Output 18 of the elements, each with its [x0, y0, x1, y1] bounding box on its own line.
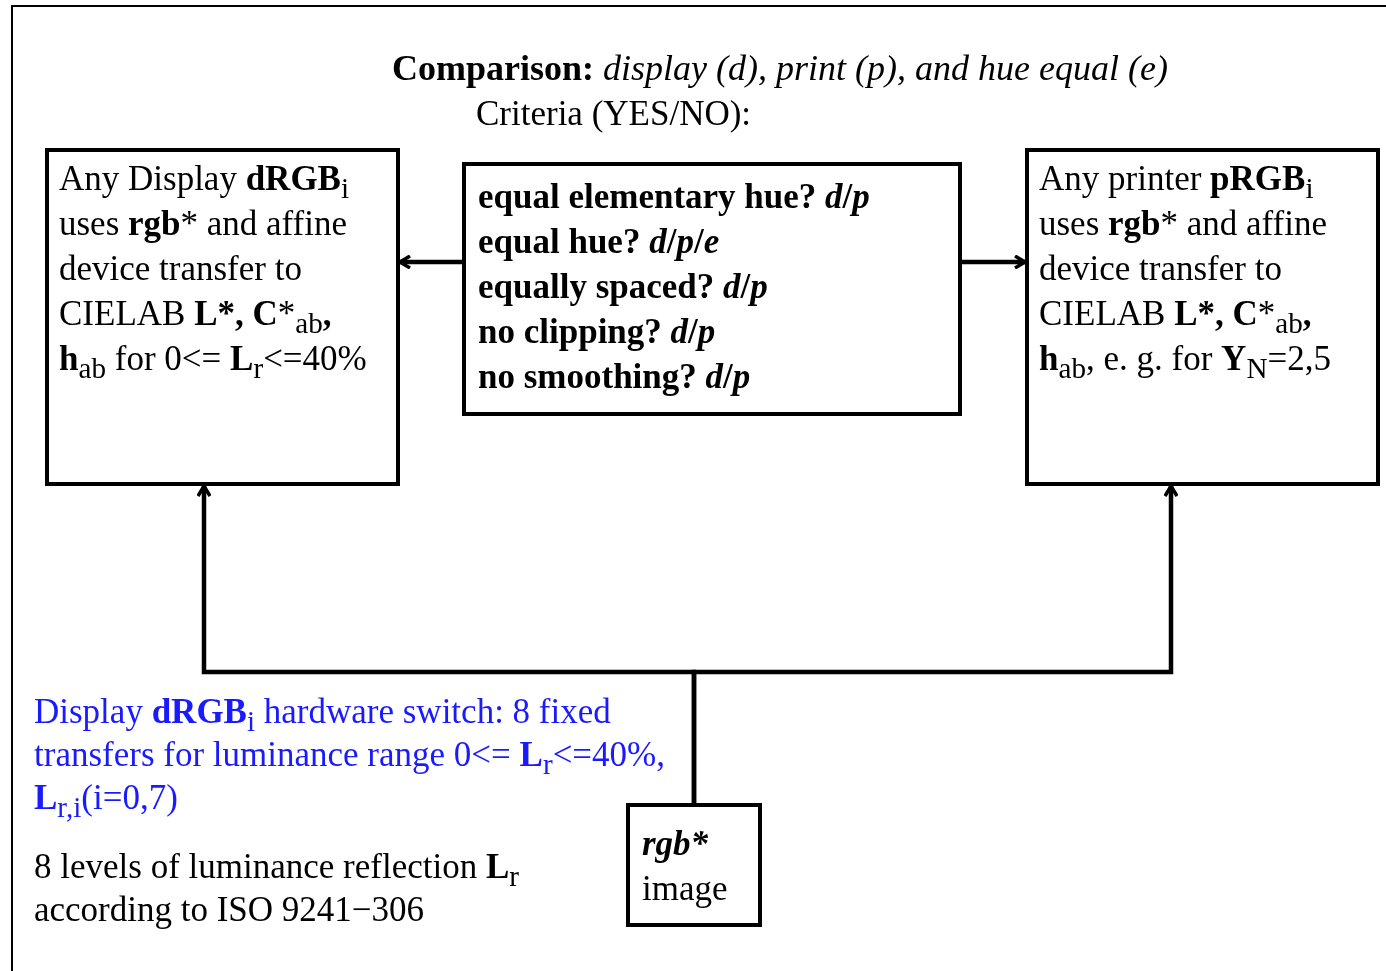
criteria-line: equal elementary hue? d/p	[478, 176, 871, 218]
process-box	[45, 148, 400, 486]
note-text: 8 levels of luminance reflection L$_{r}$ according to ISO 9241−306	[34, 846, 520, 931]
box-text: Any printer pRGB$_{i}$ uses rgb* and affine device transfer to CIELAB L*, C*$_{ab}$, h$_{ab}$, e. g. for Y$_{N}$=2,5	[1039, 158, 1332, 381]
title: Comparison: display (d), print (p), and hue equal (e)	[392, 47, 1168, 90]
box-text: rgb*	[642, 823, 710, 865]
criteria-line: equal hue? d/p/e	[478, 221, 721, 263]
criteria-line: no clipping? d/p	[478, 311, 717, 353]
arrow	[962, 254, 1027, 270]
subtitle: Criteria (YES/NO):	[476, 93, 752, 135]
criteria-line: equally spaced? d/p	[478, 266, 769, 308]
image-box	[626, 803, 762, 927]
box-text: image	[642, 868, 729, 910]
arrow	[691, 484, 1179, 803]
criteria-box	[462, 162, 962, 416]
box-text: Any Display dRGB$_{i}$ uses rgb* and affine device transfer to CIELAB L*, C*$_{ab}$, h$_{ab}$ for 0<= L$_{r}$<=40%	[59, 158, 368, 381]
process-box	[1025, 148, 1380, 486]
criteria-line: no smoothing? d/p	[478, 356, 752, 398]
